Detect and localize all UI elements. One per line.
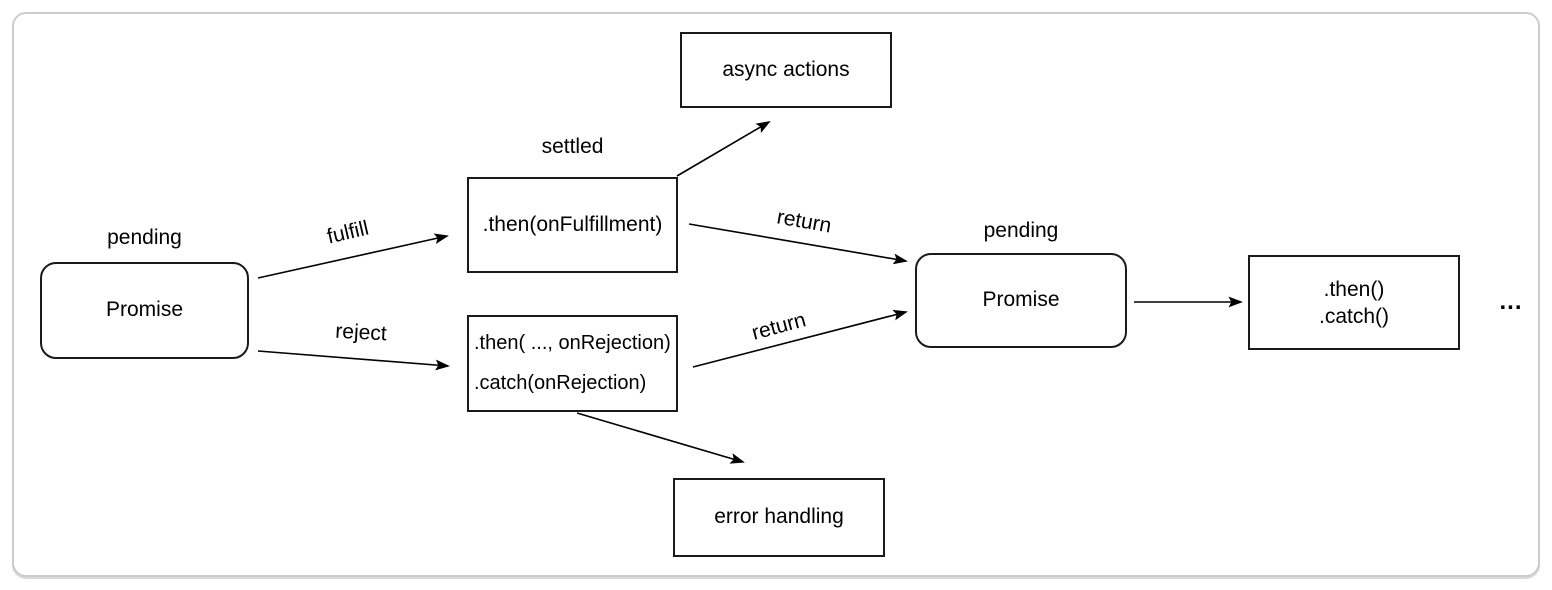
reject-arrow xyxy=(257,350,448,366)
then-fulfillment-label: .then(onFulfillment) xyxy=(482,212,663,236)
error-handling-node: error handling xyxy=(673,478,885,557)
promise2-node: Promise xyxy=(915,253,1127,348)
error-handling-arrow xyxy=(576,412,743,462)
rejection-handlers-line1: .then( ..., onRejection) xyxy=(474,332,671,355)
promise1-node: Promise xyxy=(40,262,249,359)
return-lower-arrow xyxy=(692,312,906,368)
promise2-state-label: pending xyxy=(983,219,1059,242)
chained-handlers-node: .then() .catch() xyxy=(1248,255,1460,350)
reject-edge-label: reject xyxy=(334,319,388,346)
continuation-ellipsis: ... xyxy=(1499,288,1523,315)
chained-handlers-line1: .then() xyxy=(1323,277,1385,301)
promise2-label: Promise xyxy=(982,288,1060,312)
async-actions-label: async actions xyxy=(722,57,850,81)
error-handling-label: error handling xyxy=(714,505,844,529)
async-actions-arrow xyxy=(676,122,769,177)
then-fulfillment-node: .then(onFulfillment) xyxy=(467,177,678,273)
rejection-handlers-node: .then( ..., onRejection) .catch(onReject… xyxy=(467,315,678,412)
then-fulfillment-state-label: settled xyxy=(541,135,604,158)
promise1-state-label: pending xyxy=(107,226,182,249)
return-upper-arrow xyxy=(688,223,906,261)
async-actions-node: async actions xyxy=(680,32,892,108)
fulfill-arrow xyxy=(257,236,447,279)
chained-handlers-line2: .catch() xyxy=(1318,304,1389,328)
promise1-label: Promise xyxy=(105,298,184,322)
rejection-handlers-line2: .catch(onRejection) xyxy=(474,371,647,394)
